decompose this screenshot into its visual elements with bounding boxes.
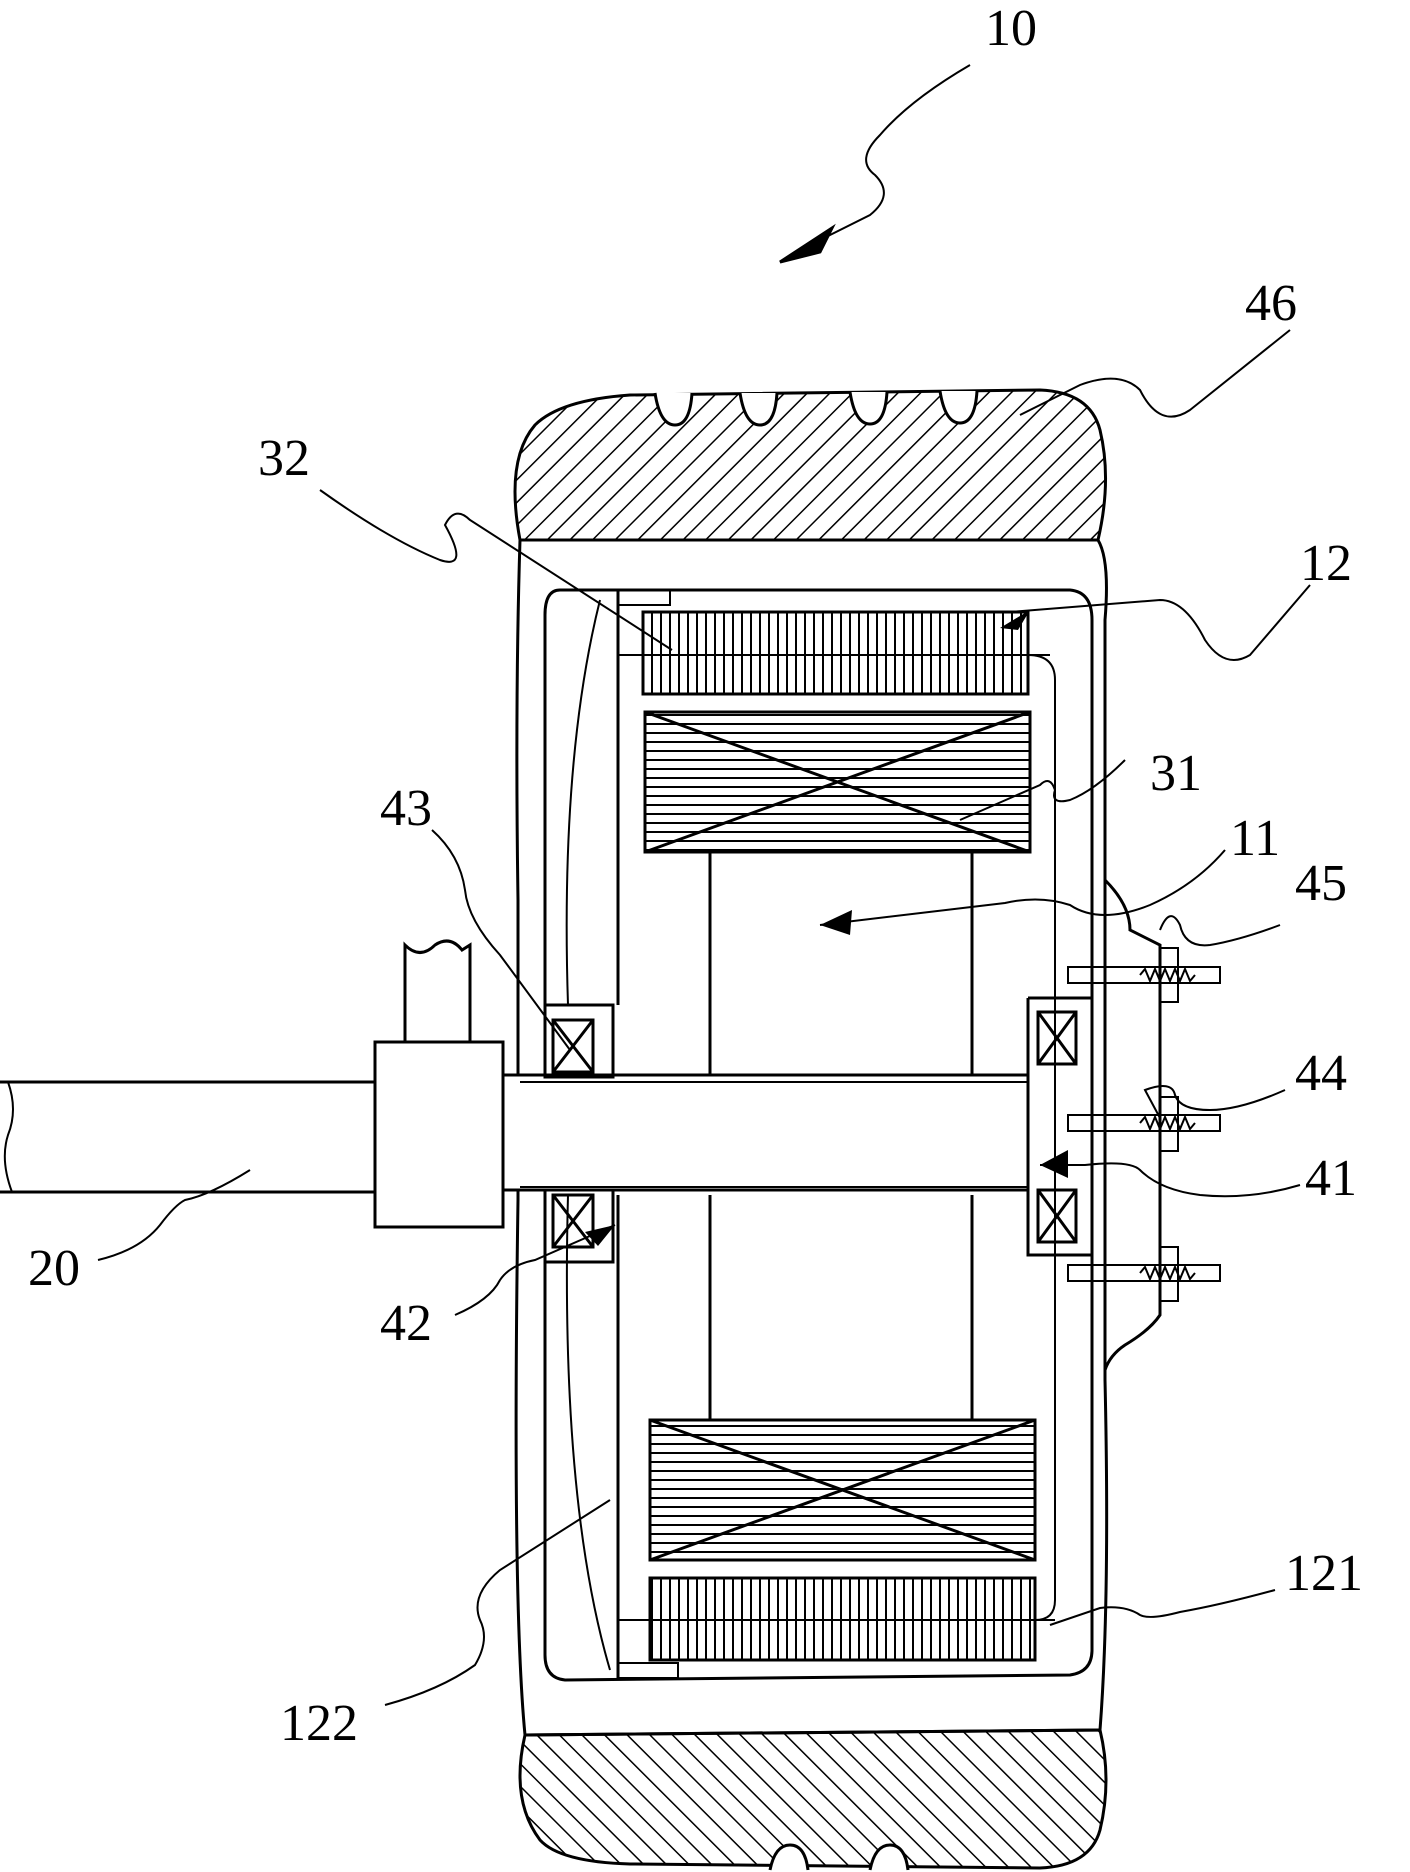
tire-top xyxy=(513,388,1108,542)
inner-end-curve xyxy=(565,599,611,1671)
axle-collar xyxy=(373,1040,505,1229)
label-42: 42 xyxy=(380,1295,432,1352)
label-12: 12 xyxy=(1300,535,1352,592)
right-bearing-bottom xyxy=(1036,1188,1078,1244)
spring-bolt-bottom xyxy=(1067,1246,1221,1302)
bottom-tab xyxy=(617,1662,679,1679)
leader-lines xyxy=(97,64,1311,1706)
lamination-top xyxy=(641,610,1030,696)
label-44: 44 xyxy=(1295,1045,1347,1102)
arrow-42 xyxy=(585,1225,615,1246)
label-20: 20 xyxy=(28,1240,80,1297)
label-10: 10 xyxy=(985,0,1037,57)
right-bearing-housing xyxy=(1026,996,1094,1257)
outer-housing xyxy=(514,538,1109,1737)
label-121: 121 xyxy=(1285,1545,1363,1602)
label-46: 46 xyxy=(1245,275,1297,332)
label-122: 122 xyxy=(280,1695,358,1752)
label-45: 45 xyxy=(1295,855,1347,912)
arrow-11 xyxy=(820,910,852,935)
spring-bolt-middle xyxy=(1067,1096,1221,1152)
axle-break xyxy=(3,1081,14,1193)
label-41: 41 xyxy=(1305,1150,1357,1207)
axle-bracket xyxy=(403,939,472,1042)
label-43: 43 xyxy=(380,780,432,837)
tire-bottom xyxy=(518,1728,1108,1870)
right-bearing-top xyxy=(1036,1010,1078,1066)
mount-plate xyxy=(1103,878,1162,1371)
tire-top-grooves xyxy=(653,390,979,427)
left-bearing-top xyxy=(551,1018,595,1074)
label-11: 11 xyxy=(1230,810,1280,867)
arrow-41 xyxy=(1040,1150,1068,1178)
top-tab xyxy=(617,589,671,606)
spring-bolt-top xyxy=(1067,947,1221,1003)
axle-left xyxy=(0,1080,375,1194)
left-bearing-bottom xyxy=(551,1193,595,1249)
label-32: 32 xyxy=(258,430,310,487)
label-31: 31 xyxy=(1150,745,1202,802)
left-bearing-top-housing xyxy=(543,1003,615,1079)
arrow-12 xyxy=(1000,610,1030,630)
tire-bottom-grooves xyxy=(768,1843,910,1871)
rotor-housing xyxy=(543,588,1094,1682)
axle-shaft xyxy=(501,1073,1030,1192)
arrow-10 xyxy=(779,223,836,264)
